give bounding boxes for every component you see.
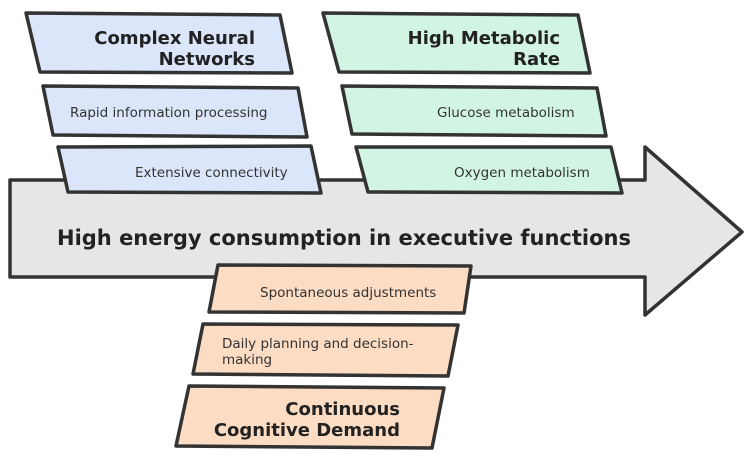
category-title: Complex Neural Networks [94, 28, 255, 70]
cause-glucose-box [340, 84, 608, 138]
spine-label: High energy consumption in executive fun… [57, 226, 631, 250]
cause-oxygen-box [354, 145, 624, 195]
cause-label: Spontaneous adjustments [260, 285, 437, 301]
category-title: Continuous Cognitive Demand [213, 399, 400, 441]
category-title: High Metabolic Rate [407, 28, 560, 70]
cause-extensive-connectivity-box [56, 144, 323, 195]
category-cognitive-demand-box [174, 384, 446, 450]
cause-rapid-processing-box [41, 84, 309, 139]
cause-daily-planning-box [191, 322, 460, 378]
cause-label: Rapid information processing [70, 105, 268, 121]
category-neural-networks-box [24, 11, 294, 75]
cause-label: Extensive connectivity [135, 165, 288, 181]
cause-label: Oxygen metabolism [454, 165, 590, 181]
category-metabolic-rate-box [321, 11, 592, 75]
cause-spontaneous-box [207, 263, 473, 315]
cause-label: Glucose metabolism [437, 105, 575, 121]
cause-label: Daily planning and decision-making [222, 336, 414, 368]
